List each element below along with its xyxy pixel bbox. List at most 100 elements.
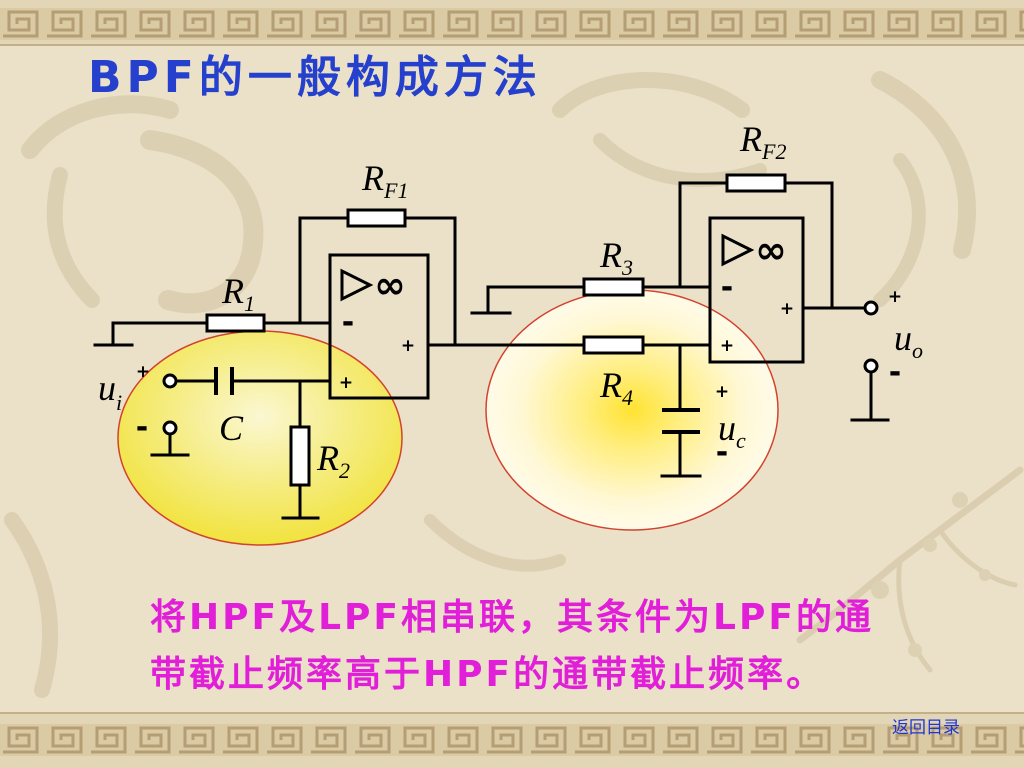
op-amp-2-non-inverting-sign: + bbox=[720, 336, 734, 356]
wire-input-ground bbox=[150, 432, 190, 457]
label-input-voltage: ui bbox=[98, 368, 122, 415]
plum-blossom bbox=[923, 538, 937, 552]
wire-rf1-feedback bbox=[298, 216, 457, 347]
op-amp-1-gain-symbol: ∞ bbox=[374, 263, 406, 307]
plum-branch bbox=[937, 527, 1018, 588]
resistor-r3 bbox=[582, 277, 645, 297]
bottom-border-band bbox=[0, 712, 1024, 768]
resistor-rf1 bbox=[346, 208, 407, 228]
input-plus-sign: + bbox=[136, 362, 150, 382]
label-output-voltage-letter: u bbox=[894, 318, 912, 358]
op-amp-1: ∞ - + + bbox=[328, 253, 430, 400]
label-capacitor-voltage-subscript: c bbox=[736, 428, 746, 453]
bottom-border-line bbox=[0, 712, 1024, 714]
back-to-contents-link[interactable]: 返回目录 bbox=[892, 718, 960, 738]
wire-ground-r1 bbox=[93, 321, 209, 347]
slide-title: BPF的一般构成方法 bbox=[88, 52, 542, 103]
label-r3-letter: R bbox=[599, 235, 622, 275]
label-capacitor-c: C bbox=[219, 408, 244, 448]
watermark-stroke bbox=[424, 514, 566, 572]
output-minus-sign: - bbox=[889, 355, 901, 390]
capacitor-uc bbox=[662, 408, 700, 434]
top-border-fret-pattern bbox=[0, 8, 1024, 40]
capacitor-voltage-plus-sign: + bbox=[715, 382, 729, 402]
wire-output-ground bbox=[850, 370, 890, 422]
label-r4-letter: R bbox=[599, 365, 622, 405]
lpf-stage: ∞ - + + bbox=[470, 173, 890, 478]
background-calligraphy-watermark bbox=[4, 71, 976, 698]
op-amp-2-output-sign: + bbox=[780, 299, 794, 319]
input-terminal-negative bbox=[162, 420, 178, 436]
label-r4: R4 bbox=[599, 365, 633, 410]
bottom-border-fret-pattern bbox=[0, 724, 1024, 756]
wire-ground-r3 bbox=[470, 285, 586, 315]
resistor-r4 bbox=[582, 335, 645, 355]
wire-to-capacitor-uc bbox=[660, 343, 702, 478]
op-amp-2-body bbox=[708, 216, 805, 364]
output-terminal-negative bbox=[863, 358, 879, 374]
label-rf2-subscript: F2 bbox=[761, 139, 786, 164]
wire-capacitor-to-op-amp-1-non-inverting-input bbox=[230, 379, 332, 429]
wire-rf2-feedback bbox=[678, 181, 834, 310]
label-r3-subscript: 3 bbox=[621, 255, 633, 280]
plum-blossom bbox=[979, 569, 991, 581]
label-r2-letter: R bbox=[316, 438, 339, 478]
label-r1: R1 bbox=[221, 271, 255, 316]
label-input-voltage-subscript: i bbox=[116, 390, 122, 415]
label-r2: R2 bbox=[316, 438, 350, 483]
plum-blossom-decoration bbox=[796, 466, 1024, 673]
resistor-r1 bbox=[205, 313, 266, 333]
watermark-stroke bbox=[4, 512, 59, 698]
op-amp-1-non-inverting-sign: + bbox=[339, 373, 353, 393]
output-terminal-positive bbox=[863, 300, 879, 316]
op-amp-2-inverting-sign: - bbox=[721, 270, 733, 305]
op-amp-2-triangle-symbol bbox=[721, 233, 755, 267]
plum-blossom bbox=[908, 643, 922, 657]
watermark-stroke bbox=[871, 71, 976, 259]
watermark-stroke bbox=[21, 95, 179, 159]
input-terminal-positive bbox=[162, 373, 178, 389]
label-rf1-subscript: F1 bbox=[383, 178, 408, 203]
label-output-voltage-subscript: o bbox=[912, 338, 923, 363]
input-minus-sign: - bbox=[136, 410, 148, 445]
output-plus-sign: + bbox=[888, 287, 902, 307]
capacitor-voltage-minus-sign: - bbox=[716, 435, 728, 470]
label-capacitor-voltage-letter: u bbox=[718, 408, 736, 448]
plum-blossom bbox=[952, 492, 968, 508]
top-border-band bbox=[0, 0, 1024, 46]
label-capacitor-voltage: uc bbox=[718, 408, 746, 453]
resistor-r2 bbox=[289, 425, 311, 487]
plum-branch bbox=[896, 557, 933, 673]
watermark-stroke bbox=[46, 167, 100, 308]
caption-line-2: 带截止频率高于HPF的通带截止频率。 bbox=[150, 654, 826, 695]
op-amp-1-triangle-symbol bbox=[340, 268, 374, 302]
label-rf2: RF2 bbox=[739, 119, 786, 164]
label-r4-subscript: 4 bbox=[622, 385, 633, 410]
resistor-rf2 bbox=[725, 173, 787, 193]
label-r3: R3 bbox=[599, 235, 633, 280]
op-amp-2: ∞ - + + bbox=[708, 216, 805, 364]
watermark-stroke bbox=[552, 72, 750, 118]
label-rf1-letter: R bbox=[361, 158, 384, 198]
op-amp-1-body bbox=[328, 253, 430, 400]
op-amp-1-output-sign: + bbox=[401, 336, 415, 356]
label-input-voltage-letter: u bbox=[98, 368, 116, 408]
component-labels: RF1 RF2 R1 R3 R4 R2 C ui + - uo + - uc +… bbox=[98, 119, 923, 483]
watermark-stroke bbox=[873, 153, 926, 307]
label-r1-subscript: 1 bbox=[244, 291, 255, 316]
highlight-hpf-section bbox=[117, 330, 403, 546]
label-output-voltage: uo bbox=[894, 318, 923, 363]
label-rf2-letter: R bbox=[739, 119, 762, 159]
plum-blossom bbox=[871, 581, 889, 599]
caption-line-1: 将HPF及LPF相串联，其条件为LPF的通 bbox=[150, 597, 874, 638]
top-border-line bbox=[0, 44, 1024, 46]
label-rf1: RF1 bbox=[361, 158, 408, 203]
wire-r2-ground bbox=[281, 483, 320, 520]
watermark-stroke bbox=[140, 130, 264, 314]
label-r2-subscript: 2 bbox=[339, 458, 350, 483]
hpf-stage: ∞ - + + bbox=[93, 208, 586, 520]
label-r1-letter: R bbox=[221, 271, 244, 311]
op-amp-2-gain-symbol: ∞ bbox=[755, 228, 787, 272]
